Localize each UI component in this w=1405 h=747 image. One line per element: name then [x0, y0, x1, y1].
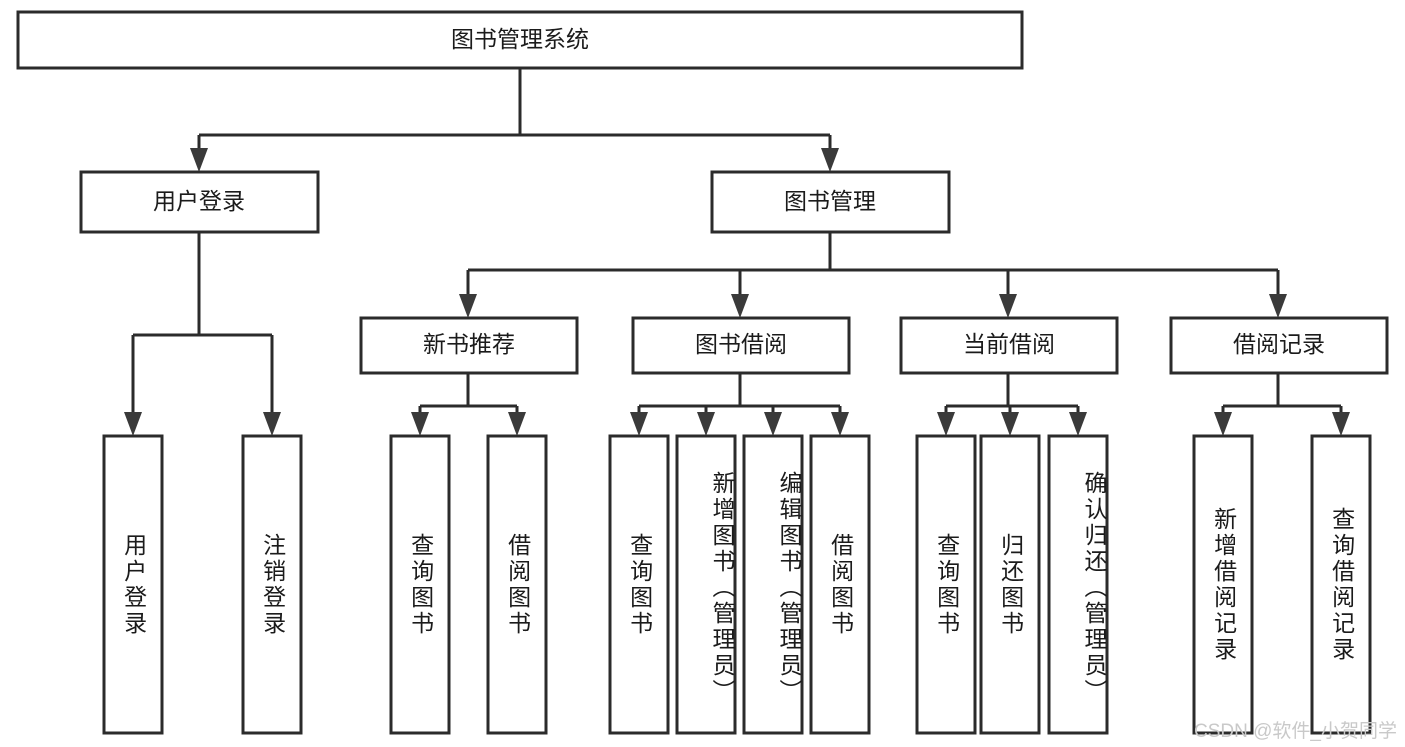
arrow-current-borrow-leaf-2	[1001, 412, 1019, 436]
arrow-book-borrow-leaf-1	[630, 412, 648, 436]
node-borrow-record[interactable]	[1169, 316, 1389, 375]
arrow-new-book-leaf-2	[508, 412, 526, 436]
node-leaf-current-borrow-3[interactable]	[1047, 434, 1109, 735]
arrow-book-borrow-leaf-3	[764, 412, 782, 436]
arrow-borrow-record-leaf-2	[1332, 412, 1350, 436]
arrow-current-borrow-leaf-1	[937, 412, 955, 436]
node-new-book-recommend-label: 新书推荐	[423, 331, 515, 357]
node-leaf-new-book-2[interactable]	[486, 434, 548, 735]
node-current-borrow-label: 当前借阅	[963, 331, 1055, 357]
arrow-user-login-leaf-1	[124, 412, 142, 436]
arrow-to-current-borrow	[999, 294, 1017, 318]
node-borrow-record-label: 借阅记录	[1233, 331, 1325, 357]
node-user-login-label: 用户登录	[153, 188, 245, 214]
node-root-label: 图书管理系统	[451, 26, 589, 52]
arrow-new-book-leaf-1	[411, 412, 429, 436]
node-leaf-user-login-2[interactable]	[241, 434, 303, 735]
node-leaf-user-login-1[interactable]	[102, 434, 164, 735]
arrow-user-login-leaf-2	[263, 412, 281, 436]
node-leaf-current-borrow-2[interactable]	[979, 434, 1041, 735]
node-root[interactable]	[16, 10, 1024, 70]
node-leaf-borrow-record-1[interactable]	[1192, 434, 1254, 735]
node-leaf-book-borrow-1[interactable]	[608, 434, 670, 735]
node-book-borrow[interactable]	[631, 316, 851, 375]
node-leaf-borrow-record-2[interactable]	[1310, 434, 1372, 735]
node-user-login[interactable]	[79, 170, 320, 234]
arrow-to-borrow-record	[1269, 294, 1287, 318]
arrow-current-borrow-leaf-3	[1069, 412, 1087, 436]
node-book-manage-label: 图书管理	[784, 188, 876, 214]
nodes-layer: 图书管理系统 用户登录 图书管理 新书推荐 图书借阅 当前借阅 借阅记录	[16, 10, 1389, 735]
watermark-text: CSDN @软件_小贺同学	[1194, 721, 1397, 742]
node-book-borrow-label: 图书借阅	[695, 331, 787, 357]
node-leaf-book-borrow-3[interactable]	[742, 434, 804, 735]
node-current-borrow[interactable]	[899, 316, 1119, 375]
node-leaf-book-borrow-2[interactable]	[675, 434, 737, 735]
edges-layer	[124, 68, 1350, 436]
arrow-root-to-book-manage	[821, 148, 839, 172]
arrow-borrow-record-leaf-1	[1214, 412, 1232, 436]
arrow-to-book-borrow	[731, 294, 749, 318]
arrow-book-borrow-leaf-2	[697, 412, 715, 436]
arrow-root-to-user-login	[190, 148, 208, 172]
arrow-to-new-book-recommend	[459, 294, 477, 318]
node-new-book-recommend[interactable]	[359, 316, 579, 375]
node-book-manage[interactable]	[710, 170, 951, 234]
node-leaf-book-borrow-4[interactable]	[809, 434, 871, 735]
node-leaf-current-borrow-1[interactable]	[915, 434, 977, 735]
node-leaf-new-book-1[interactable]	[389, 434, 451, 735]
arrow-book-borrow-leaf-4	[831, 412, 849, 436]
